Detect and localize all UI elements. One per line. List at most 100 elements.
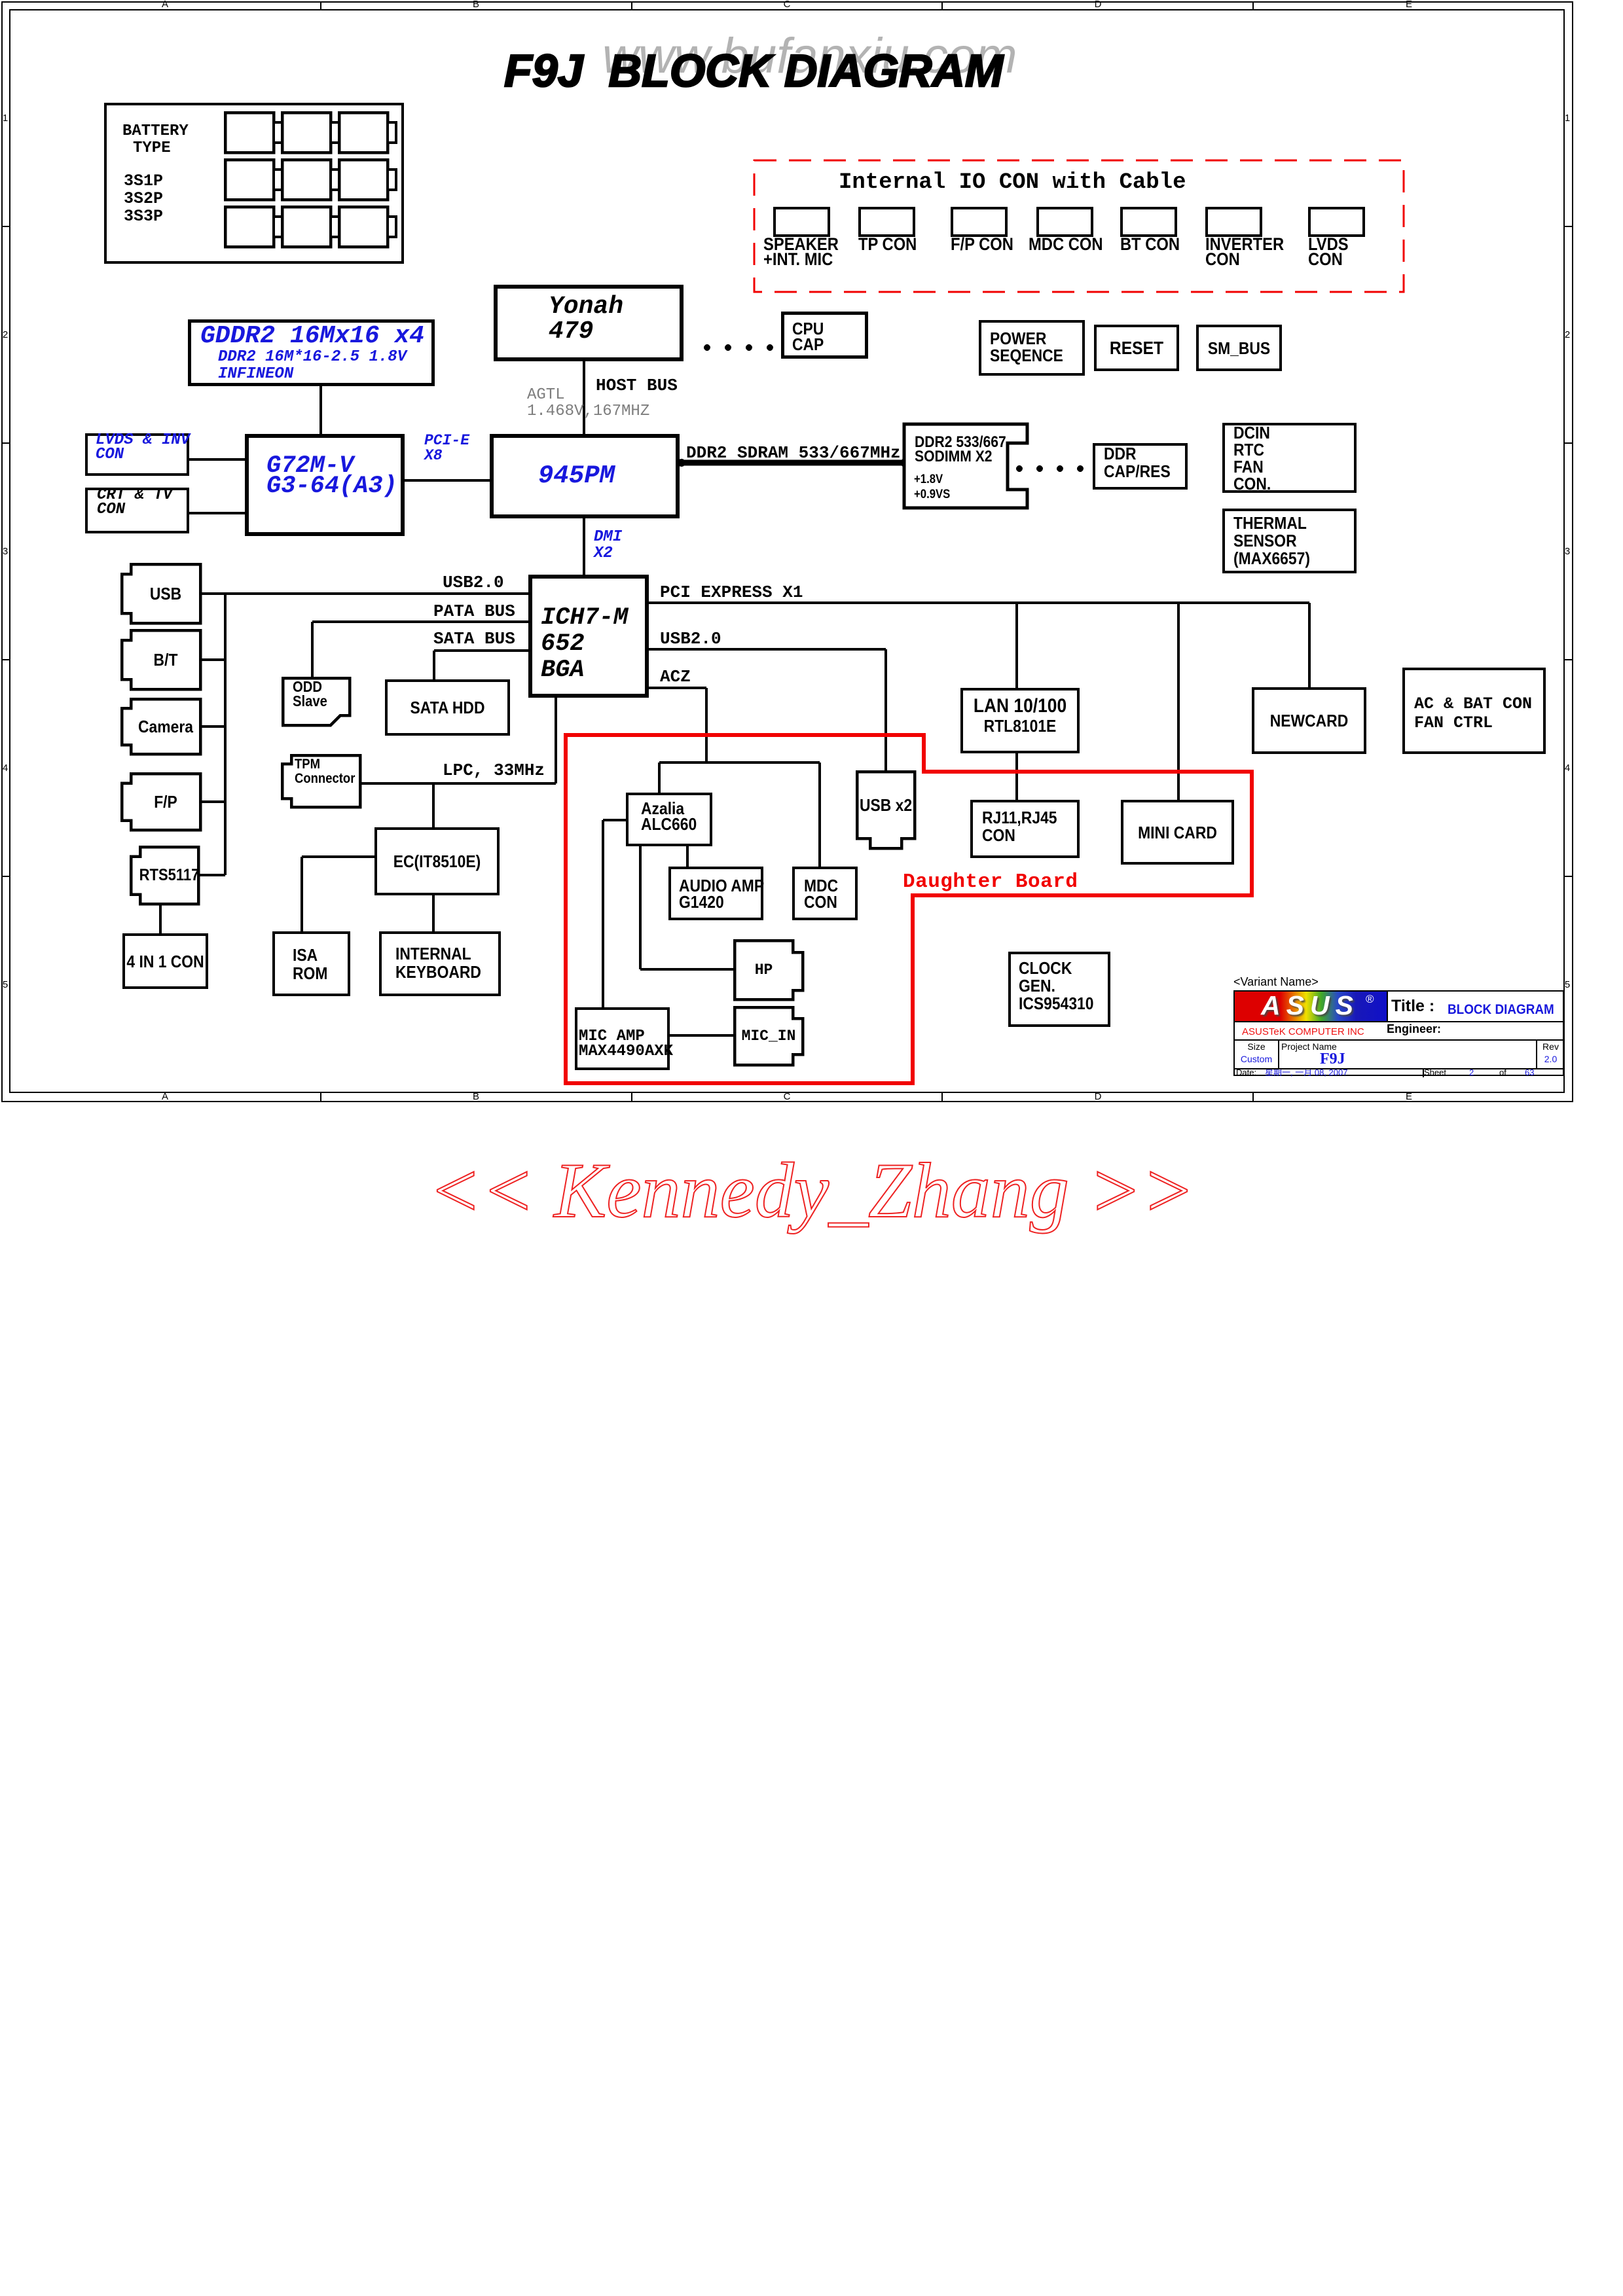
frame-row-label-right: 2	[1564, 329, 1571, 340]
frame-col-label-bottom: C	[783, 1091, 791, 1102]
frame-col-label-top: E	[1405, 0, 1412, 10]
io-speaker-int-mic-label: SPEAKER+INT. MIC	[763, 236, 839, 268]
mdc-con-box	[792, 867, 858, 920]
frame-row-label-right: 5	[1564, 979, 1571, 990]
945pm-line1: 945PM	[538, 461, 615, 490]
sm-bus-label: SM_BUS	[1201, 325, 1277, 371]
pata-bus-text: PATA BUS	[433, 601, 515, 621]
battery-type-2: 3S2P	[124, 189, 164, 208]
battery-title: BATTERY	[122, 123, 189, 140]
battery-link-icon	[329, 168, 340, 191]
io-fp-con-label: F/P CON	[951, 236, 1013, 253]
usb-connector-label: USB	[135, 564, 196, 623]
daughter-board-text: Daughter Board	[903, 870, 1078, 893]
bt-connector-label: B/T	[135, 630, 196, 689]
clock-gen-line3: ICS954310	[1019, 994, 1094, 1013]
tpm-line2: Connector	[295, 771, 356, 786]
gddr2-line1: GDDR2 16Mx16 x4	[200, 322, 425, 350]
lan-box	[960, 688, 1080, 753]
io-inverter-con-box	[1205, 207, 1262, 237]
fp-connector-shape	[120, 772, 202, 832]
fp-connector-label: F/P	[135, 774, 196, 830]
ellipsis-dot-icon	[767, 344, 773, 351]
cpu-cap-line2: CAP	[792, 334, 824, 354]
dcin-line4: CON.	[1233, 474, 1271, 493]
reset-box	[1094, 325, 1179, 371]
audio-amp-line2: G1420	[679, 892, 724, 912]
lan-line1: LAN 10/100	[973, 695, 1067, 717]
host-bus-label: HOST BUS	[596, 377, 678, 394]
newcard-text: NEWCARD	[1269, 711, 1349, 730]
sheet-label: Sheet	[1424, 1067, 1446, 1077]
title-block-divider	[1423, 1068, 1424, 1077]
dcin-line1: DCIN	[1233, 423, 1270, 442]
battery-terminal-icon	[386, 121, 397, 144]
odd-slave-shape	[281, 676, 352, 727]
usbx2-text: USB x2	[859, 795, 913, 815]
thermal-line3: (MAX6657)	[1233, 548, 1310, 568]
power-line2: SEQENCE	[990, 346, 1063, 365]
internal-keyboard-box	[379, 931, 501, 996]
frame-col-label-top: B	[472, 0, 479, 10]
ddr-cap-line2: CAP/RES	[1104, 461, 1171, 481]
wire-path	[159, 361, 1311, 1037]
usb20-right-label: USB2.0	[660, 630, 721, 647]
io-section-title-text: Internal IO CON with Cable	[839, 170, 1186, 195]
ich7-box	[528, 575, 649, 698]
battery-link-icon	[272, 121, 283, 144]
ellipsis-dot-icon	[1057, 465, 1063, 472]
sheet-frame	[1, 1, 1573, 1102]
battery-cell-icon	[223, 111, 276, 154]
sodimm-line1: DDR2 533/667	[915, 433, 1006, 451]
title-block-divider	[1235, 1068, 1563, 1069]
title-label: Title :	[1391, 997, 1435, 1015]
crt-line2: CON	[97, 501, 126, 518]
daughter-board-outline	[564, 159, 1405, 1085]
battery-link-icon	[329, 121, 340, 144]
battery-cell-icon	[337, 158, 390, 202]
host-bus-text: HOST BUS	[596, 376, 678, 395]
frame-ticks	[2, 2, 1573, 1102]
rev-value: 2.0	[1544, 1054, 1558, 1064]
isa-rom-box	[272, 931, 350, 996]
rts5117-connector-label: RTS5117	[139, 847, 200, 904]
project-name-value: F9J	[1320, 1050, 1345, 1067]
io-mdc-con-cable-line1: MDC CON	[1029, 234, 1103, 254]
hp-connector-shape	[733, 939, 805, 1001]
battery-cell-icon	[337, 205, 390, 249]
connector-shapes	[120, 422, 1029, 1067]
ellipsis-dot-icon	[1016, 465, 1023, 472]
ec-box	[374, 827, 500, 895]
sodimm-line3: +1.8V	[914, 473, 943, 486]
newcard-box	[1252, 687, 1366, 754]
frame-outer-border	[1, 1, 1573, 1102]
usbx2-connector-shape	[855, 770, 917, 850]
frame-row-label-right: 4	[1564, 762, 1571, 774]
lan-label1: LAN 10/100	[968, 695, 1072, 717]
four-in-one-con-label: 4 IN 1 CON	[126, 933, 204, 989]
mic-amp-box	[575, 1007, 670, 1070]
registered-trademark-icon: ®	[1366, 993, 1374, 1005]
bt-connector-shape	[120, 628, 202, 691]
g72m-line1: G72M-V	[266, 452, 354, 480]
lvds-inv-con-box	[85, 433, 189, 476]
mic-amp-line2: MAX4490AXK	[579, 1043, 674, 1060]
battery-icons	[223, 111, 397, 249]
io-section-title: Internal IO CON with Cable	[839, 171, 1186, 194]
dmi-line1: DMI	[594, 528, 623, 546]
sheet-number: 2	[1469, 1067, 1474, 1077]
pci-express-label: PCI EXPRESS X1	[660, 584, 803, 601]
frame-col-label-top: D	[1094, 0, 1102, 10]
rev-label: Rev	[1542, 1041, 1559, 1052]
